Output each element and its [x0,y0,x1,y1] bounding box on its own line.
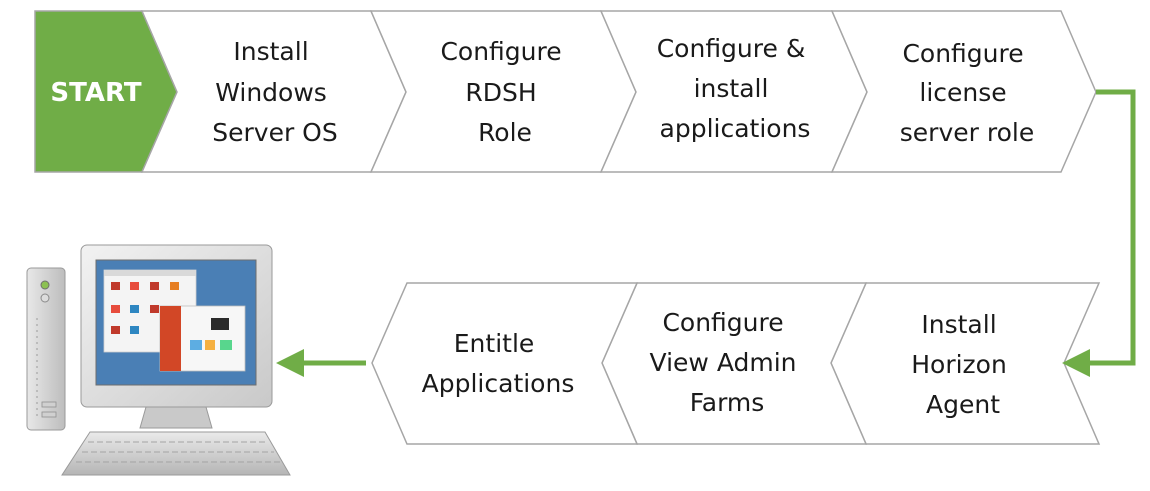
keyboard-icon [61,431,291,476]
connector-top-to-bottom [1062,89,1136,377]
step-label: Install Horizon Agent [911,310,1015,419]
desktop-computer-icon [26,244,291,476]
step-label-line: Agent [926,390,1000,419]
step-label-line: Configure [902,39,1023,68]
start-step: START [34,10,178,173]
step-configure-license-server: Configure license server role [830,10,1097,173]
step-label-line: Server OS [212,118,337,147]
step-label-line: Configure & [657,34,806,63]
connector-to-computer [276,349,366,377]
step-label-line: license [919,78,1006,107]
step-label-line: Configure [440,37,561,66]
step-install-horizon-agent: Install Horizon Agent [830,282,1101,445]
step-label: Entitle Applications [422,329,575,398]
step-label-line: Farms [690,388,765,417]
step-configure-install-applications: Configure & install applications [599,10,868,173]
step-label-line: Install [233,37,308,66]
step-label-line: Role [478,118,532,147]
step-label-line: View Admin [650,348,797,377]
step-label-line: RDSH [465,78,536,107]
start-label: START [50,78,141,108]
arrow-left-icon [276,349,304,377]
step-label-line: Horizon [911,350,1007,379]
step-label: Configure View Admin Farms [650,308,805,417]
chevron-shape [830,10,1097,173]
step-label-line: server role [900,118,1034,147]
step-configure-view-admin-farms: Configure View Admin Farms [601,282,868,445]
step-label-line: Entitle [454,329,535,358]
connector-line [1086,89,1136,366]
step-label: Install Windows Server OS [212,37,337,147]
step-configure-rdsh-role: Configure RDSH Role [369,10,637,173]
step-entitle-applications: Entitle Applications [371,282,639,445]
step-label-line: Applications [422,369,575,398]
step-label-line: Windows [215,78,327,107]
chevron-shape [371,282,639,445]
step-label: Configure & install applications [657,34,814,143]
arrow-left-icon [1062,349,1090,377]
step-label-line: install [694,74,769,103]
step-label-line: Configure [662,308,783,337]
step-install-windows-server: Install Windows Server OS [140,10,407,173]
tower-icon [26,267,66,431]
step-label: Configure RDSH Role [440,37,569,147]
step-label-line: Install [921,310,996,339]
step-label-line: applications [660,114,811,143]
monitor-icon [80,244,273,429]
step-label: Configure license server role [900,39,1034,147]
